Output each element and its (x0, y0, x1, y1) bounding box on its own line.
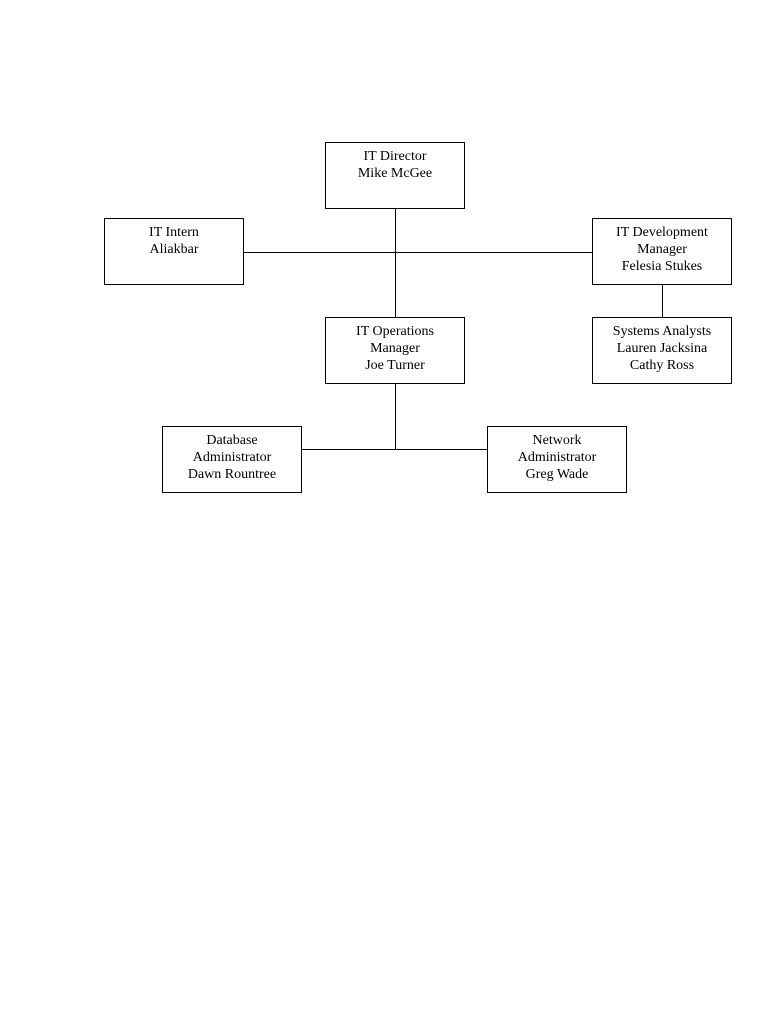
node-systems-analysts: Systems Analysts Lauren Jacksina Cathy R… (592, 317, 732, 384)
node-title-cont: Manager (637, 242, 687, 257)
node-person: Cathy Ross (629, 358, 695, 373)
node-it-development-manager: IT Development Manager Felesia Stukes (592, 218, 732, 285)
node-person: Felesia Stukes (621, 259, 703, 274)
node-person: Greg Wade (525, 467, 589, 482)
node-it-director: IT Director Mike McGee (325, 142, 465, 209)
node-title-cont: Administrator (192, 450, 272, 465)
node-it-intern: IT Intern Aliakbar (104, 218, 244, 285)
node-title-cont: Manager (370, 341, 420, 356)
node-person: Mike McGee (357, 166, 433, 181)
node-title: IT Operations (356, 324, 434, 339)
node-database-administrator: Database Administrator Dawn Rountree (162, 426, 302, 493)
node-title: IT Intern (149, 225, 199, 240)
node-person: Lauren Jacksina (616, 341, 708, 356)
node-network-administrator: Network Administrator Greg Wade (487, 426, 627, 493)
node-it-operations-manager: IT Operations Manager Joe Turner (325, 317, 465, 384)
node-person: Joe Turner (365, 358, 425, 373)
node-title: IT Development (616, 225, 708, 240)
node-title: IT Director (363, 149, 427, 164)
node-person: Aliakbar (149, 242, 199, 257)
node-title-cont: Administrator (517, 450, 597, 465)
node-person: Dawn Rountree (187, 467, 277, 482)
node-title: Network (532, 433, 582, 448)
node-title: Systems Analysts (612, 324, 712, 339)
node-title: Database (206, 433, 258, 448)
